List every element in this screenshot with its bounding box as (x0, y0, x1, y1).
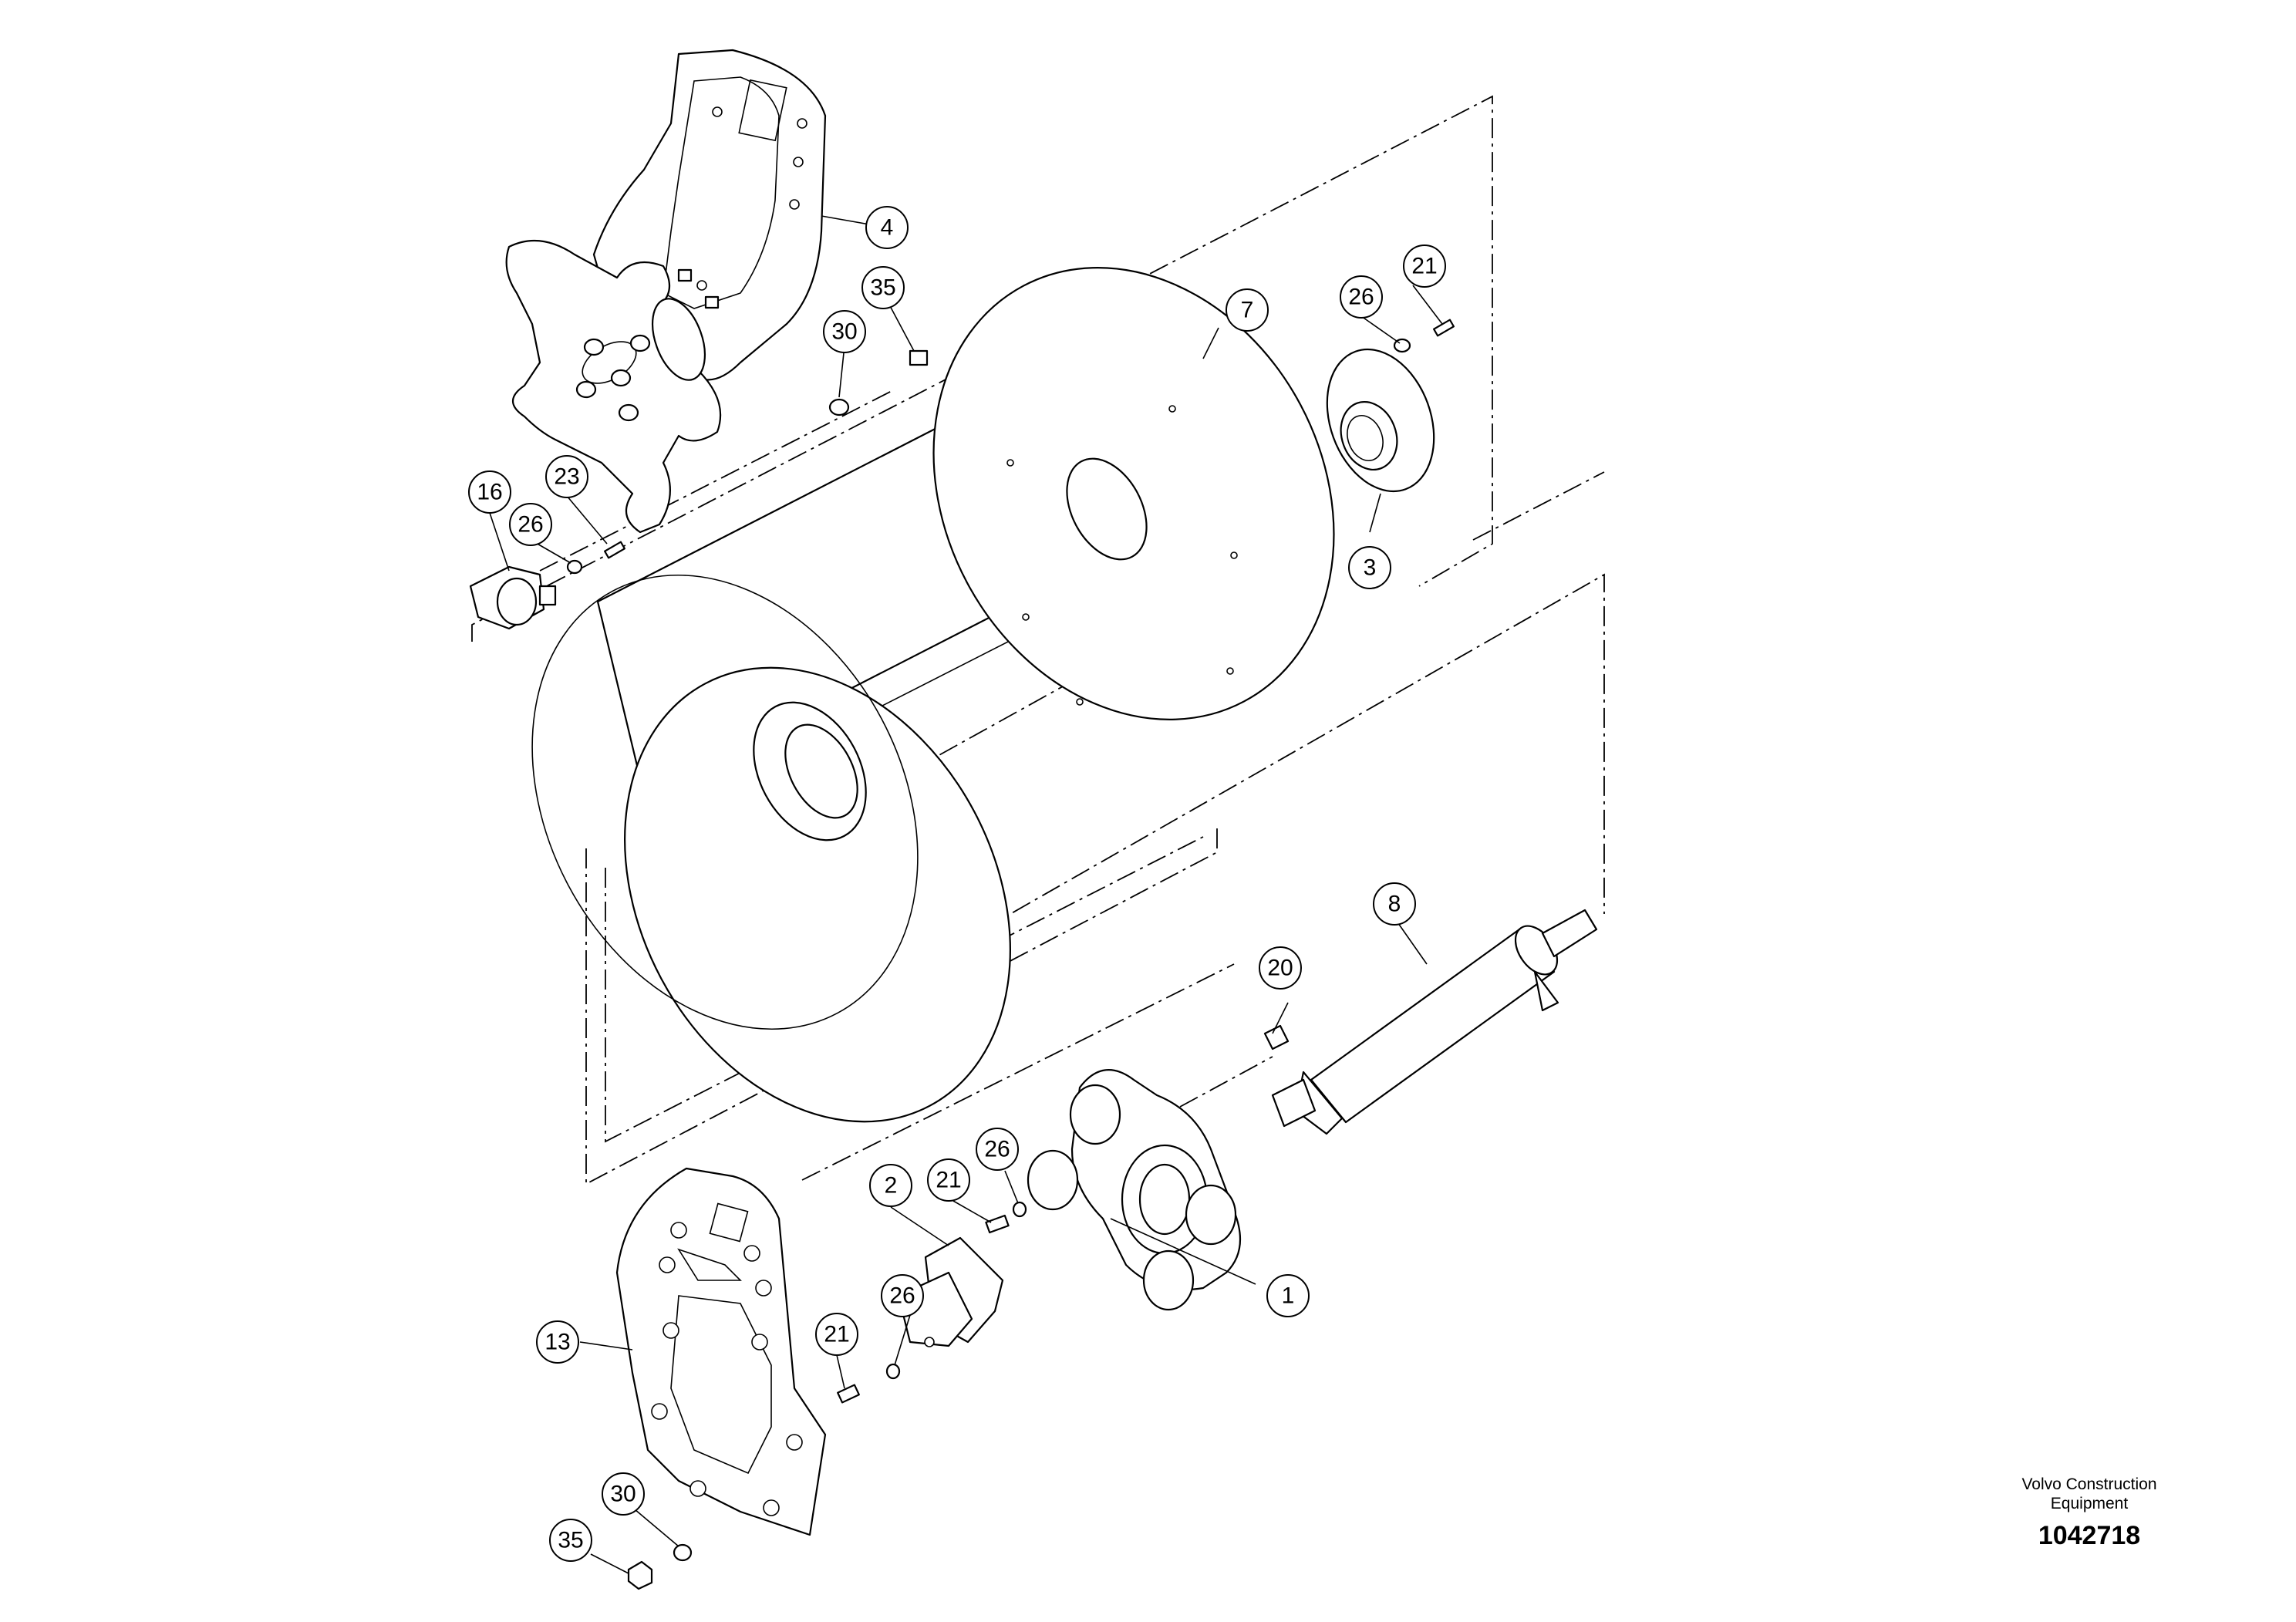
part-16-small-motor (469, 565, 557, 630)
balloon-item-23: 23 (545, 455, 588, 498)
balloon-item-4: 4 (865, 206, 909, 249)
balloon-item-20: 20 (1259, 946, 1302, 990)
svg-text:26: 26 (1348, 285, 1374, 310)
svg-text:30: 30 (831, 319, 857, 345)
balloon-item-7: 7 (1226, 288, 1269, 332)
svg-text:26: 26 (984, 1137, 1010, 1162)
publisher-block: Volvo Construction Equipment 1042718 (1974, 1475, 2205, 1551)
balloon-item-8: 8 (1373, 882, 1416, 926)
svg-text:20: 20 (1267, 956, 1293, 981)
svg-text:3: 3 (1364, 555, 1377, 581)
part-8-shaft (1271, 909, 1598, 1135)
svg-text:21: 21 (824, 1322, 849, 1347)
balloon-item-26-top-left: 26 (509, 503, 552, 546)
balloon-item-26-lower: 26 (881, 1274, 924, 1317)
svg-text:21: 21 (1411, 254, 1437, 279)
svg-text:30: 30 (610, 1482, 636, 1507)
balloon-item-16: 16 (468, 470, 511, 514)
svg-text:4: 4 (881, 215, 894, 241)
part-7-drum (531, 267, 1335, 1123)
drawing-number: 1042718 (2038, 1521, 2141, 1550)
svg-text:13: 13 (544, 1330, 570, 1355)
balloon-item-35-bottom: 35 (549, 1519, 592, 1562)
balloon-item-26-top-right: 26 (1340, 275, 1383, 319)
balloon-item-30-top: 30 (823, 310, 866, 353)
publisher-name-line-2: Equipment (2050, 1495, 2129, 1512)
item-balloons: 1 2 3 4 7 8 13 16 20 21 21 21 23 26 26 2… (468, 206, 1446, 1562)
part-13-lower-bracket (615, 1167, 827, 1536)
svg-text:21: 21 (936, 1168, 961, 1193)
svg-text:23: 23 (554, 464, 579, 490)
publisher-name-line-1: Volvo Construction (2021, 1475, 2157, 1493)
balloon-item-26-middle: 26 (976, 1128, 1019, 1171)
svg-text:8: 8 (1388, 892, 1401, 917)
balloon-item-3: 3 (1348, 546, 1391, 589)
part-1-motor-flange (1027, 1069, 1242, 1311)
balloon-item-2: 2 (869, 1164, 912, 1207)
svg-text:26: 26 (889, 1283, 915, 1309)
svg-text:1: 1 (1282, 1283, 1295, 1309)
balloon-item-21-middle: 21 (927, 1158, 970, 1202)
balloon-item-21-lower: 21 (815, 1313, 858, 1356)
svg-text:16: 16 (477, 480, 502, 505)
fasteners-upper (566, 319, 1455, 575)
leader-lines (489, 215, 1443, 1574)
svg-text:35: 35 (558, 1528, 583, 1553)
balloon-item-13: 13 (536, 1320, 579, 1364)
fasteners-lower (627, 1024, 1290, 1590)
balloon-item-35-top: 35 (861, 266, 905, 309)
balloon-item-30-bottom: 30 (602, 1472, 645, 1516)
balloon-item-1: 1 (1266, 1274, 1310, 1317)
part-3-bearing-flange (1326, 348, 1435, 493)
svg-text:35: 35 (870, 275, 895, 301)
svg-text:7: 7 (1241, 298, 1254, 323)
svg-text:2: 2 (885, 1173, 898, 1199)
part-4-hub-flange (505, 239, 722, 534)
svg-text:26: 26 (518, 512, 543, 538)
balloon-item-21-top: 21 (1403, 244, 1446, 288)
